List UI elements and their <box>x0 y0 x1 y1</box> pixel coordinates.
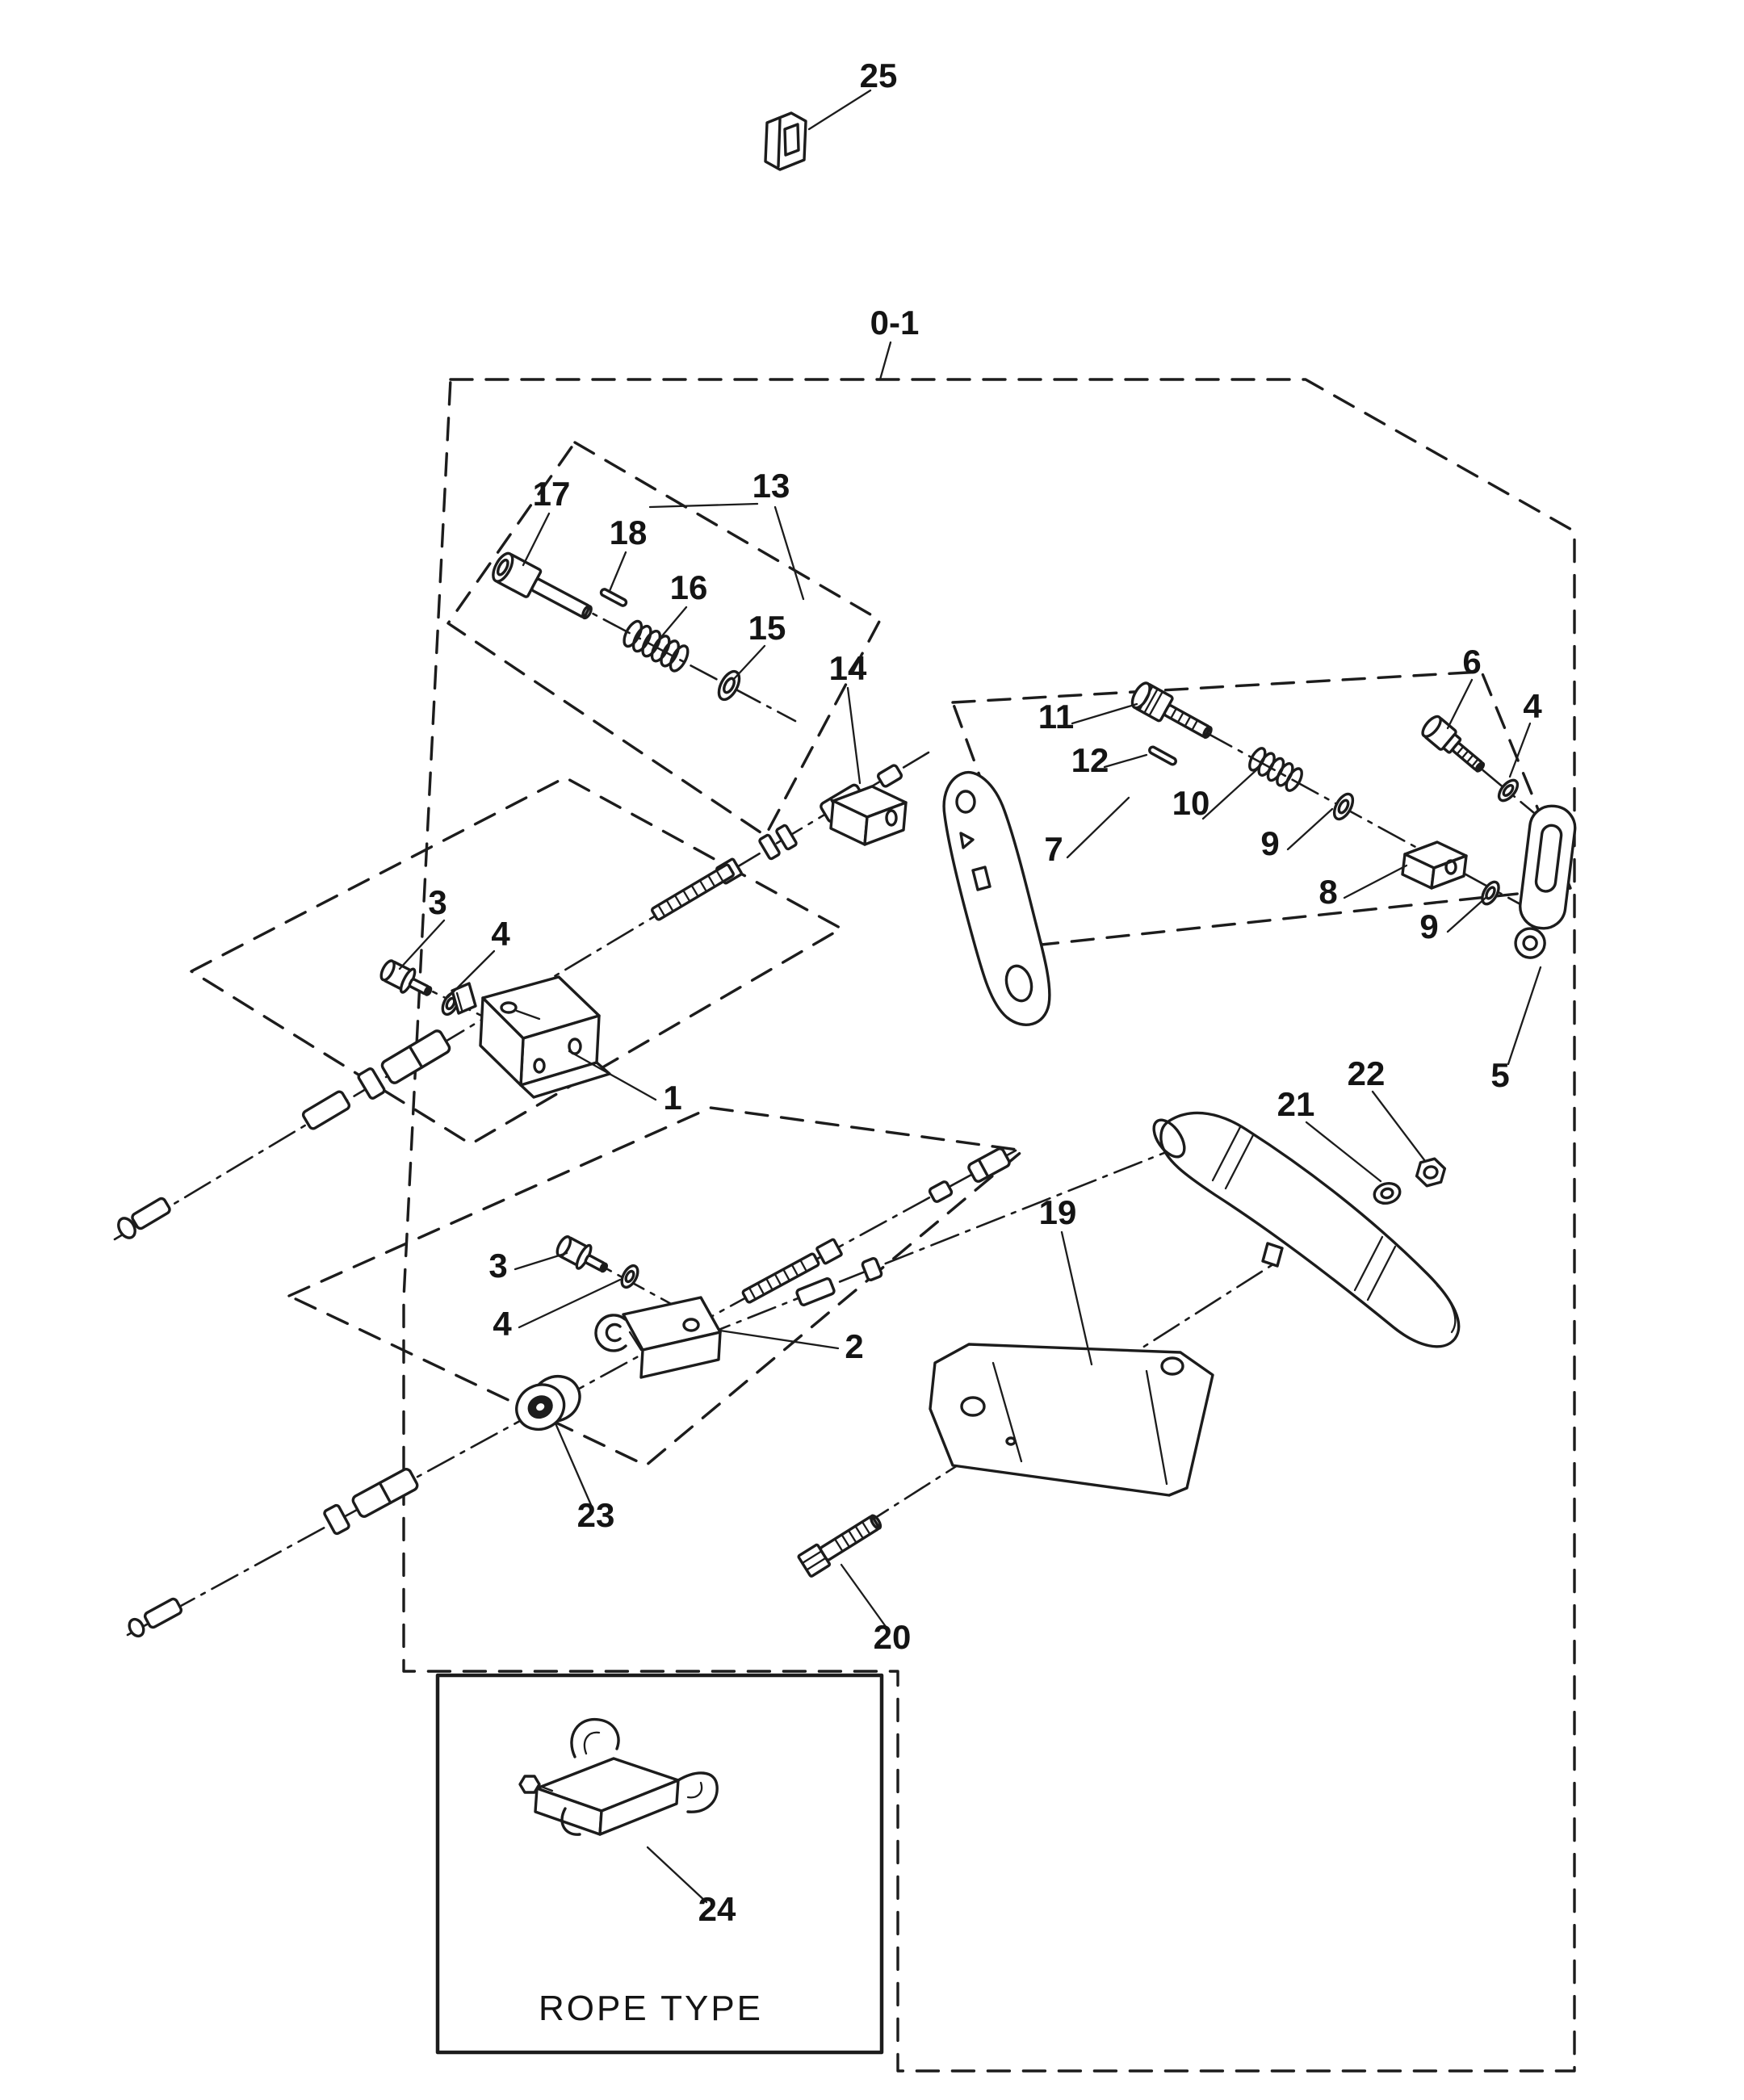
callout-13: 13 <box>753 467 790 505</box>
cable-fitting <box>795 1277 836 1306</box>
callout-9-b: 9 <box>1419 907 1438 945</box>
assembly-boundary-0-1 <box>402 378 1576 2073</box>
boundary-group-7 <box>951 670 1572 946</box>
callout-19: 19 <box>1039 1193 1077 1231</box>
boundary-group-2 <box>287 1106 1025 1467</box>
sub-assembly-boundaries <box>190 441 1572 1467</box>
part-9-washer-b <box>1481 880 1500 906</box>
callout-5: 5 <box>1490 1056 1509 1094</box>
part-4-washer-a <box>1497 778 1520 803</box>
callout-15: 15 <box>748 609 786 647</box>
part-9-washer-a <box>1332 792 1355 821</box>
callout-4-c: 4 <box>493 1305 512 1343</box>
part-10-spring <box>1248 747 1303 792</box>
part-17-bolt <box>492 551 593 620</box>
callout-7: 7 <box>1044 830 1063 868</box>
part-14-block <box>829 785 908 846</box>
cable-connector <box>380 1029 451 1084</box>
cable-threaded-sleeve <box>651 863 735 921</box>
callout-21: 21 <box>1277 1085 1315 1123</box>
part-16-spring <box>623 619 690 673</box>
cable-connector <box>351 1468 419 1518</box>
part-23-grommet <box>515 1374 581 1431</box>
callout-23: 23 <box>577 1496 615 1534</box>
cable-collar <box>861 1257 883 1281</box>
callout-16: 16 <box>670 568 708 606</box>
callout-4-a: 4 <box>1523 687 1542 725</box>
part-25-clip <box>764 111 807 171</box>
cable-fitting <box>877 764 903 788</box>
part-8-block <box>1401 840 1468 890</box>
part-4-washer-c <box>620 1264 639 1289</box>
callout-3-b: 3 <box>488 1247 507 1285</box>
rope-type-caption: ROPE TYPE <box>539 1989 763 2028</box>
part-5-link <box>1514 804 1577 959</box>
cable-collar <box>357 1067 386 1100</box>
rope-type-inset: ROPE TYPE <box>435 1673 884 2055</box>
callout-25: 25 <box>860 57 898 94</box>
callout-17: 17 <box>533 475 571 513</box>
cable-end-cap <box>143 1597 183 1629</box>
callout-8: 8 <box>1318 873 1337 911</box>
throttle-lever <box>942 770 1051 1026</box>
cable-fitting <box>758 833 781 861</box>
callout-20: 20 <box>874 1618 912 1656</box>
part-1-bracket <box>451 975 611 1099</box>
leader-lines <box>398 89 1542 1904</box>
callout-3-a: 3 <box>428 883 446 921</box>
boundary-group-1 <box>190 776 843 1146</box>
callout-4-b: 4 <box>491 915 510 953</box>
cable-connector <box>301 1090 351 1130</box>
cable-c <box>795 1257 883 1306</box>
callout-2: 2 <box>845 1327 863 1365</box>
cable-end-tip <box>128 1617 145 1638</box>
cable-threaded-sleeve <box>741 1252 820 1304</box>
part-2-bracket <box>594 1296 722 1379</box>
part-19-bracket <box>929 1343 1214 1497</box>
callout-0-1: 0-1 <box>870 304 920 342</box>
part-6-bolt <box>1421 715 1486 773</box>
callout-6: 6 <box>1462 643 1481 681</box>
callout-18: 18 <box>610 513 648 551</box>
boundary-group-13 <box>446 441 882 837</box>
callout-1: 1 <box>663 1079 681 1117</box>
cable-end-tip <box>117 1217 136 1239</box>
part-18-pin <box>599 588 628 607</box>
cable-adjuster-nut <box>815 1238 843 1265</box>
rope-type-inset-box <box>435 1673 884 2055</box>
part-24-rope-clamp <box>518 1717 719 1836</box>
cable-c-centerline <box>701 1145 1182 1338</box>
callout-14: 14 <box>829 649 867 687</box>
part-3-bolt-b <box>555 1235 609 1273</box>
part-22-nut <box>1415 1157 1447 1188</box>
part-3-bolt-a <box>379 959 433 996</box>
callout-labels: 25 0-1 17 18 13 16 15 14 11 12 6 4 10 7 … <box>428 57 1542 1928</box>
cable-end-cap <box>131 1197 171 1230</box>
callout-9-a: 9 <box>1260 824 1279 862</box>
cable-a-centerline <box>113 751 930 1241</box>
callout-11: 11 <box>1038 698 1074 736</box>
part-21-washer <box>1373 1181 1402 1205</box>
cable-collar <box>323 1503 350 1536</box>
callout-12: 12 <box>1071 741 1109 779</box>
cable-fitting <box>775 824 798 851</box>
part-12-pin <box>1148 745 1177 766</box>
tiller-handle <box>1152 1111 1461 1348</box>
cable-collar <box>928 1180 954 1203</box>
part-20-bolt <box>797 1514 882 1578</box>
callout-22: 22 <box>1348 1054 1386 1092</box>
part-11-bolt <box>1130 681 1213 740</box>
callout-24: 24 <box>698 1890 736 1928</box>
cable-fitting <box>967 1147 1011 1183</box>
callout-10: 10 <box>1172 784 1210 822</box>
